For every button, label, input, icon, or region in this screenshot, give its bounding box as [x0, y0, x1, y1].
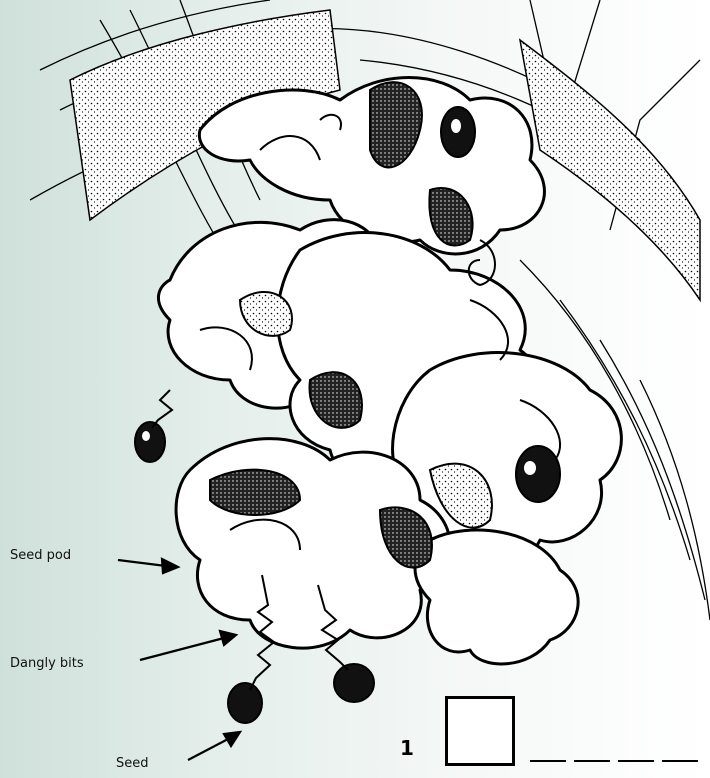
question-number: 1 [400, 736, 414, 760]
seed-pod-label: Seed pod [10, 548, 71, 563]
dangly-bits-label: Dangly bits [10, 656, 84, 671]
pod-bottom-right [415, 530, 578, 664]
seed-bottom-left [228, 683, 262, 723]
seed-right [516, 446, 560, 502]
right-leaf [520, 40, 700, 300]
answer-blank[interactable] [618, 760, 654, 762]
seed-left [135, 422, 165, 462]
answer-blank[interactable] [662, 760, 698, 762]
seed-label: Seed [116, 756, 149, 771]
seed-pod-arrow [118, 560, 166, 566]
answer-box[interactable] [445, 696, 515, 766]
answer-blank[interactable] [574, 760, 610, 762]
dangly-bits-arrow [140, 638, 224, 660]
answer-blank[interactable] [530, 760, 566, 762]
seed-arrow [188, 738, 230, 760]
seed-bottom-right [334, 664, 374, 702]
